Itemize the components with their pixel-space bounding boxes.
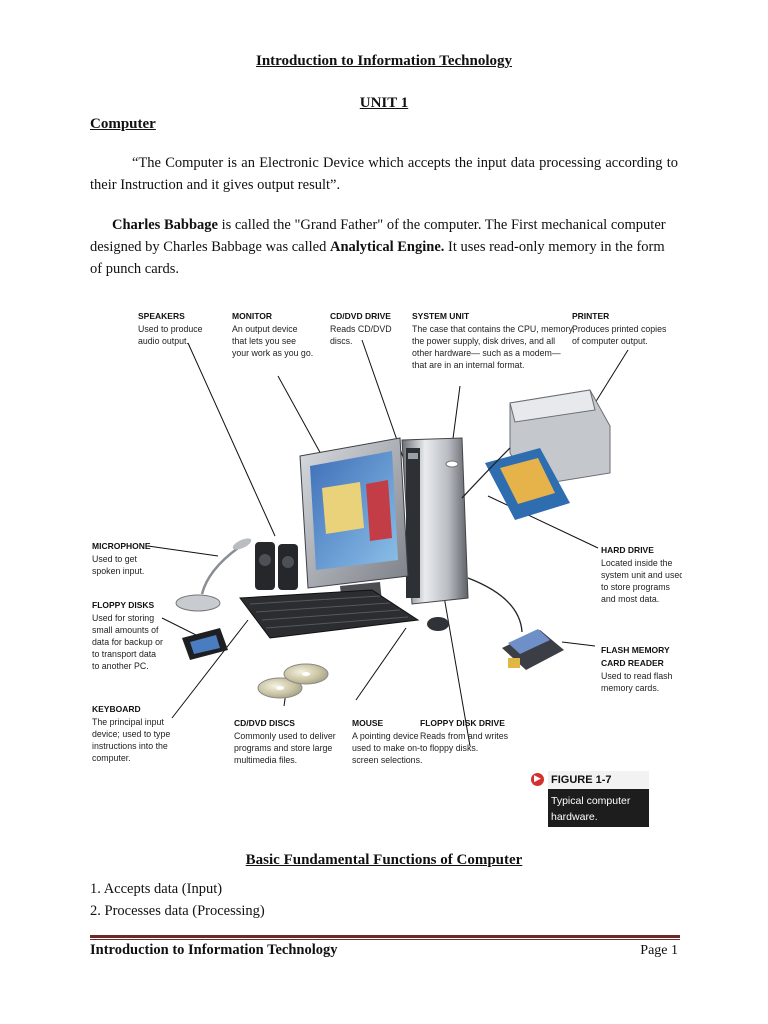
label-system-unit-line: The case that contains the CPU, memory,	[412, 324, 575, 334]
flash-reader-image	[502, 629, 564, 670]
unit-heading: UNIT 1	[359, 95, 409, 111]
label-printer-line: of computer output.	[572, 336, 648, 346]
section-heading-computer: Computer	[90, 116, 156, 132]
label-hard-drive-line: and most data.	[601, 594, 659, 604]
cd-discs-image	[257, 663, 329, 699]
system-unit-image	[401, 437, 469, 605]
label-hard-drive-title: HARD DRIVE	[601, 545, 654, 555]
keyboard-image	[239, 589, 420, 639]
figure-number: FIGURE 1-7	[548, 771, 649, 789]
footer-rule	[90, 935, 680, 938]
label-floppy-disks-line: small amounts of	[92, 625, 159, 635]
footer-rule-thin	[90, 939, 680, 940]
label-floppy-drive-title: FLOPPY DISK DRIVE	[420, 718, 505, 728]
label-cd-discs-title: CD/DVD DISCS	[234, 718, 295, 728]
label-flash-reader-title-2: CARD READER	[601, 658, 664, 668]
computer-definition-paragraph: “The Computer is an Electronic Device wh…	[90, 155, 678, 193]
section-heading-functions: Basic Fundamental Functions of Computer	[245, 852, 523, 868]
label-cd-discs-line: programs and store large	[234, 743, 332, 753]
label-cd-discs-line: multimedia files.	[234, 755, 297, 765]
label-mouse-title: MOUSE	[352, 718, 384, 728]
label-microphone-line: spoken input.	[92, 566, 144, 576]
label-system-unit-line: the power supply, disk drives, and all	[412, 336, 555, 346]
mouse-image	[427, 617, 449, 631]
footer-title: Introduction to Information Technology	[90, 942, 338, 958]
label-speakers-line: Used to produce	[138, 324, 203, 334]
label-monitor-line: An output device	[232, 324, 298, 334]
arrow-right-icon: ▶	[531, 773, 544, 786]
label-mouse-line: A pointing device	[352, 731, 419, 741]
label-floppy-disks-line: data for backup or	[92, 637, 163, 647]
label-system-unit-line: that are in an internal format.	[412, 360, 524, 370]
label-printer-line: Produces printed copies	[572, 324, 667, 334]
label-hard-drive-line: system unit and used	[601, 570, 682, 580]
label-floppy-disks-line: to transport data	[92, 649, 156, 659]
label-system-unit-title: SYSTEM UNIT	[412, 311, 470, 321]
computer-hardware-figure: SPEAKERS Used to produce audio output. M…	[92, 311, 682, 765]
label-keyboard-line: computer.	[92, 753, 131, 763]
label-floppy-disks-line: to another PC.	[92, 661, 149, 671]
babbage-text-1: is called the "Grand Father" of the comp…	[90, 217, 666, 255]
analytical-engine: Analytical Engine.	[329, 239, 445, 255]
label-keyboard-title: KEYBOARD	[92, 704, 141, 714]
label-mouse-line: used to make on-	[352, 743, 420, 753]
label-cd-drive-line: discs.	[330, 336, 353, 346]
label-keyboard-line: instructions into the	[92, 741, 168, 751]
figure-caption-text: Typical computer hardware.	[551, 795, 631, 823]
label-keyboard-line: The principal input	[92, 717, 164, 727]
babbage-name: Charles Babbage	[112, 217, 218, 233]
list-item: 2. Processes data (Processing)	[90, 903, 265, 919]
label-floppy-drive-line: Reads from and writes	[420, 731, 509, 741]
label-floppy-disks-title: FLOPPY DISKS	[92, 600, 155, 610]
label-mouse-line: screen selections.	[352, 755, 422, 765]
microphone-image	[175, 538, 252, 612]
label-floppy-drive-line: to floppy disks.	[420, 743, 478, 753]
label-speakers-title: SPEAKERS	[138, 311, 185, 321]
label-printer-title: PRINTER	[572, 311, 609, 321]
label-speakers-line: audio output.	[138, 336, 189, 346]
label-flash-reader-line: Used to read flash	[601, 671, 673, 681]
label-cd-discs-line: Commonly used to deliver	[234, 731, 336, 741]
label-floppy-disks-line: Used for storing	[92, 613, 154, 623]
label-microphone-line: Used to get	[92, 554, 138, 564]
label-hard-drive-line: to store programs	[601, 582, 671, 592]
label-cd-drive-title: CD/DVD DRIVE	[330, 311, 391, 321]
babbage-paragraph: Charles Babbage is called the "Grand Fat…	[90, 214, 678, 280]
document-title: Introduction to Information Technology	[255, 53, 512, 69]
label-monitor-line: that lets you see	[232, 336, 296, 346]
speakers-image	[255, 542, 298, 590]
list-item: 1. Accepts data (Input)	[90, 881, 223, 897]
label-flash-reader-title: FLASH MEMORY	[601, 645, 670, 655]
label-monitor-line: your work as you go.	[232, 348, 313, 358]
monitor-image	[299, 437, 409, 604]
label-microphone-title: MICROPHONE	[92, 541, 151, 551]
label-hard-drive-line: Located inside the	[601, 558, 673, 568]
label-keyboard-line: device; used to type	[92, 729, 170, 739]
printer-image	[485, 389, 611, 520]
label-flash-reader-line: memory cards.	[601, 683, 659, 693]
label-system-unit-line: other hardware— such as a modem—	[412, 348, 561, 358]
babbage-text-2: It uses read-only memory in the form of …	[90, 239, 665, 277]
page-number: Page 1	[640, 943, 678, 958]
label-cd-drive-line: Reads CD/DVD	[330, 324, 392, 334]
floppy-disks-image	[182, 628, 228, 660]
label-monitor-title: MONITOR	[232, 311, 272, 321]
